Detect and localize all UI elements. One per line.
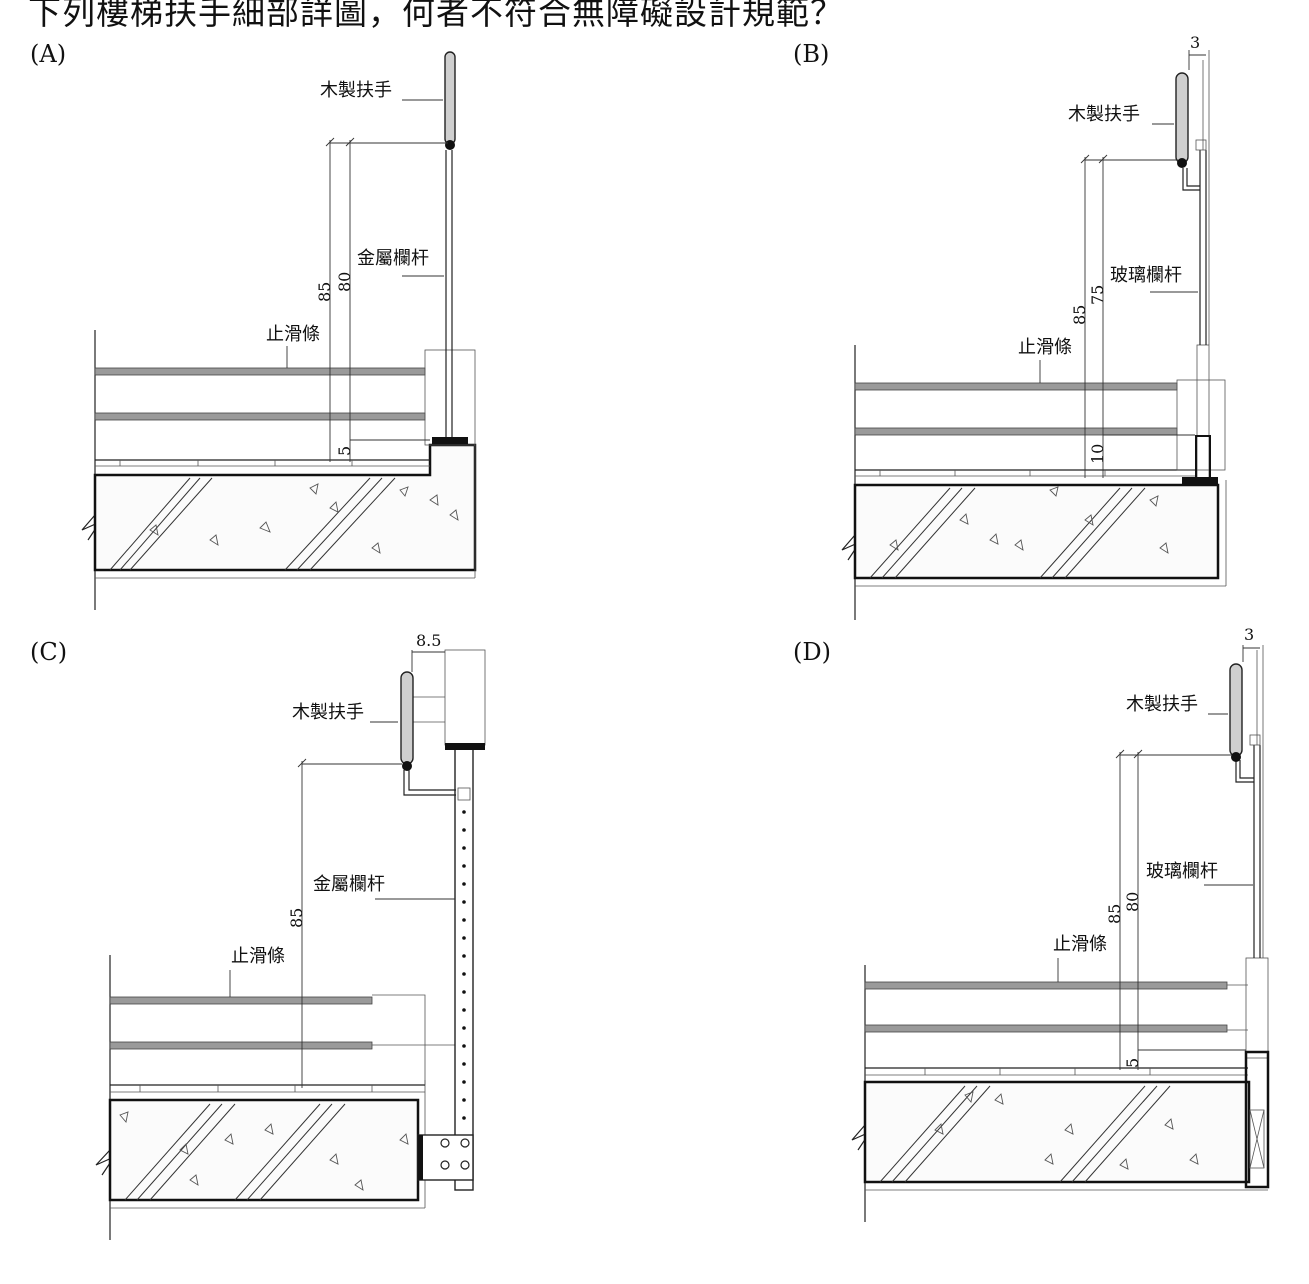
antislip-label: 止滑條 [1018,337,1072,358]
anti-slip-strip [854,382,1178,391]
option-b-letter: (B) [793,40,829,68]
concrete-slab [93,443,477,572]
anti-slip-strip [854,427,1178,436]
baluster-label: 玻璃欄杆 [1146,861,1218,882]
antislip-label: 止滑條 [266,324,320,345]
concrete-slab [863,1080,1251,1184]
detail-d: (D) [793,625,1270,1222]
dim-label: 10 [1088,444,1107,464]
dim-label: 5 [335,446,354,456]
detail-b: (B) [793,33,1227,620]
baluster-label: 金屬欄杆 [357,248,429,269]
concrete-slab [853,483,1220,580]
wooden-handrail [400,671,414,765]
handrail-label: 木製扶手 [320,80,392,101]
dim-label: 75 [1088,285,1107,305]
glass-shoe [1245,957,1269,1059]
dim-label: 8.5 [416,631,441,650]
detail-c: (C) [30,631,486,1240]
dim-label: 80 [1123,892,1142,912]
dim-label: 85 [1070,305,1089,325]
wooden-handrail [444,51,456,145]
glass-shoe [1196,344,1210,481]
baluster-label: 金屬欄杆 [313,874,385,895]
dim-label: 3 [1244,625,1254,644]
side-bracket [417,1134,474,1181]
dim-label: 80 [335,272,354,292]
dim-label: 3 [1190,33,1200,52]
base-plate [432,437,468,444]
handrail-bracket [1235,760,1254,783]
baluster-label: 玻璃欄杆 [1110,265,1182,286]
stair-nosing-box [424,349,476,446]
wooden-handrail [1229,663,1243,757]
dim-label: 85 [287,908,306,928]
handrail-bracket [1182,168,1200,191]
antislip-label: 止滑條 [1053,934,1107,955]
anti-slip-strip [864,981,1228,990]
option-a-letter: (A) [30,40,66,68]
dim-label: 5 [1123,1058,1142,1068]
detail-a: (A) [30,40,477,610]
dim-label: 85 [315,282,334,302]
antislip-label: 止滑條 [231,946,285,967]
wooden-handrail [1175,72,1189,164]
anti-slip-strip [109,1041,373,1050]
option-c-letter: (C) [30,638,67,666]
handrail-bracket [403,770,456,796]
dim-label: 85 [1105,904,1124,924]
question-text: 下列樓梯扶手細部詳圖，何者不符合無障礙設計規範？ [28,0,844,32]
anti-slip-strip [864,1024,1228,1033]
metal-baluster [454,747,474,1191]
anti-slip-strip [109,996,373,1005]
option-d-letter: (D) [793,638,831,666]
anti-slip-strip [94,412,426,421]
post-perforations [462,810,466,1120]
concrete-slab [108,1098,420,1202]
anti-slip-strip [94,367,426,376]
base-plate [1182,477,1218,486]
handrail-label: 木製扶手 [1126,694,1198,715]
handrail-label: 木製扶手 [1068,104,1140,125]
handrail-label: 木製扶手 [292,702,364,723]
